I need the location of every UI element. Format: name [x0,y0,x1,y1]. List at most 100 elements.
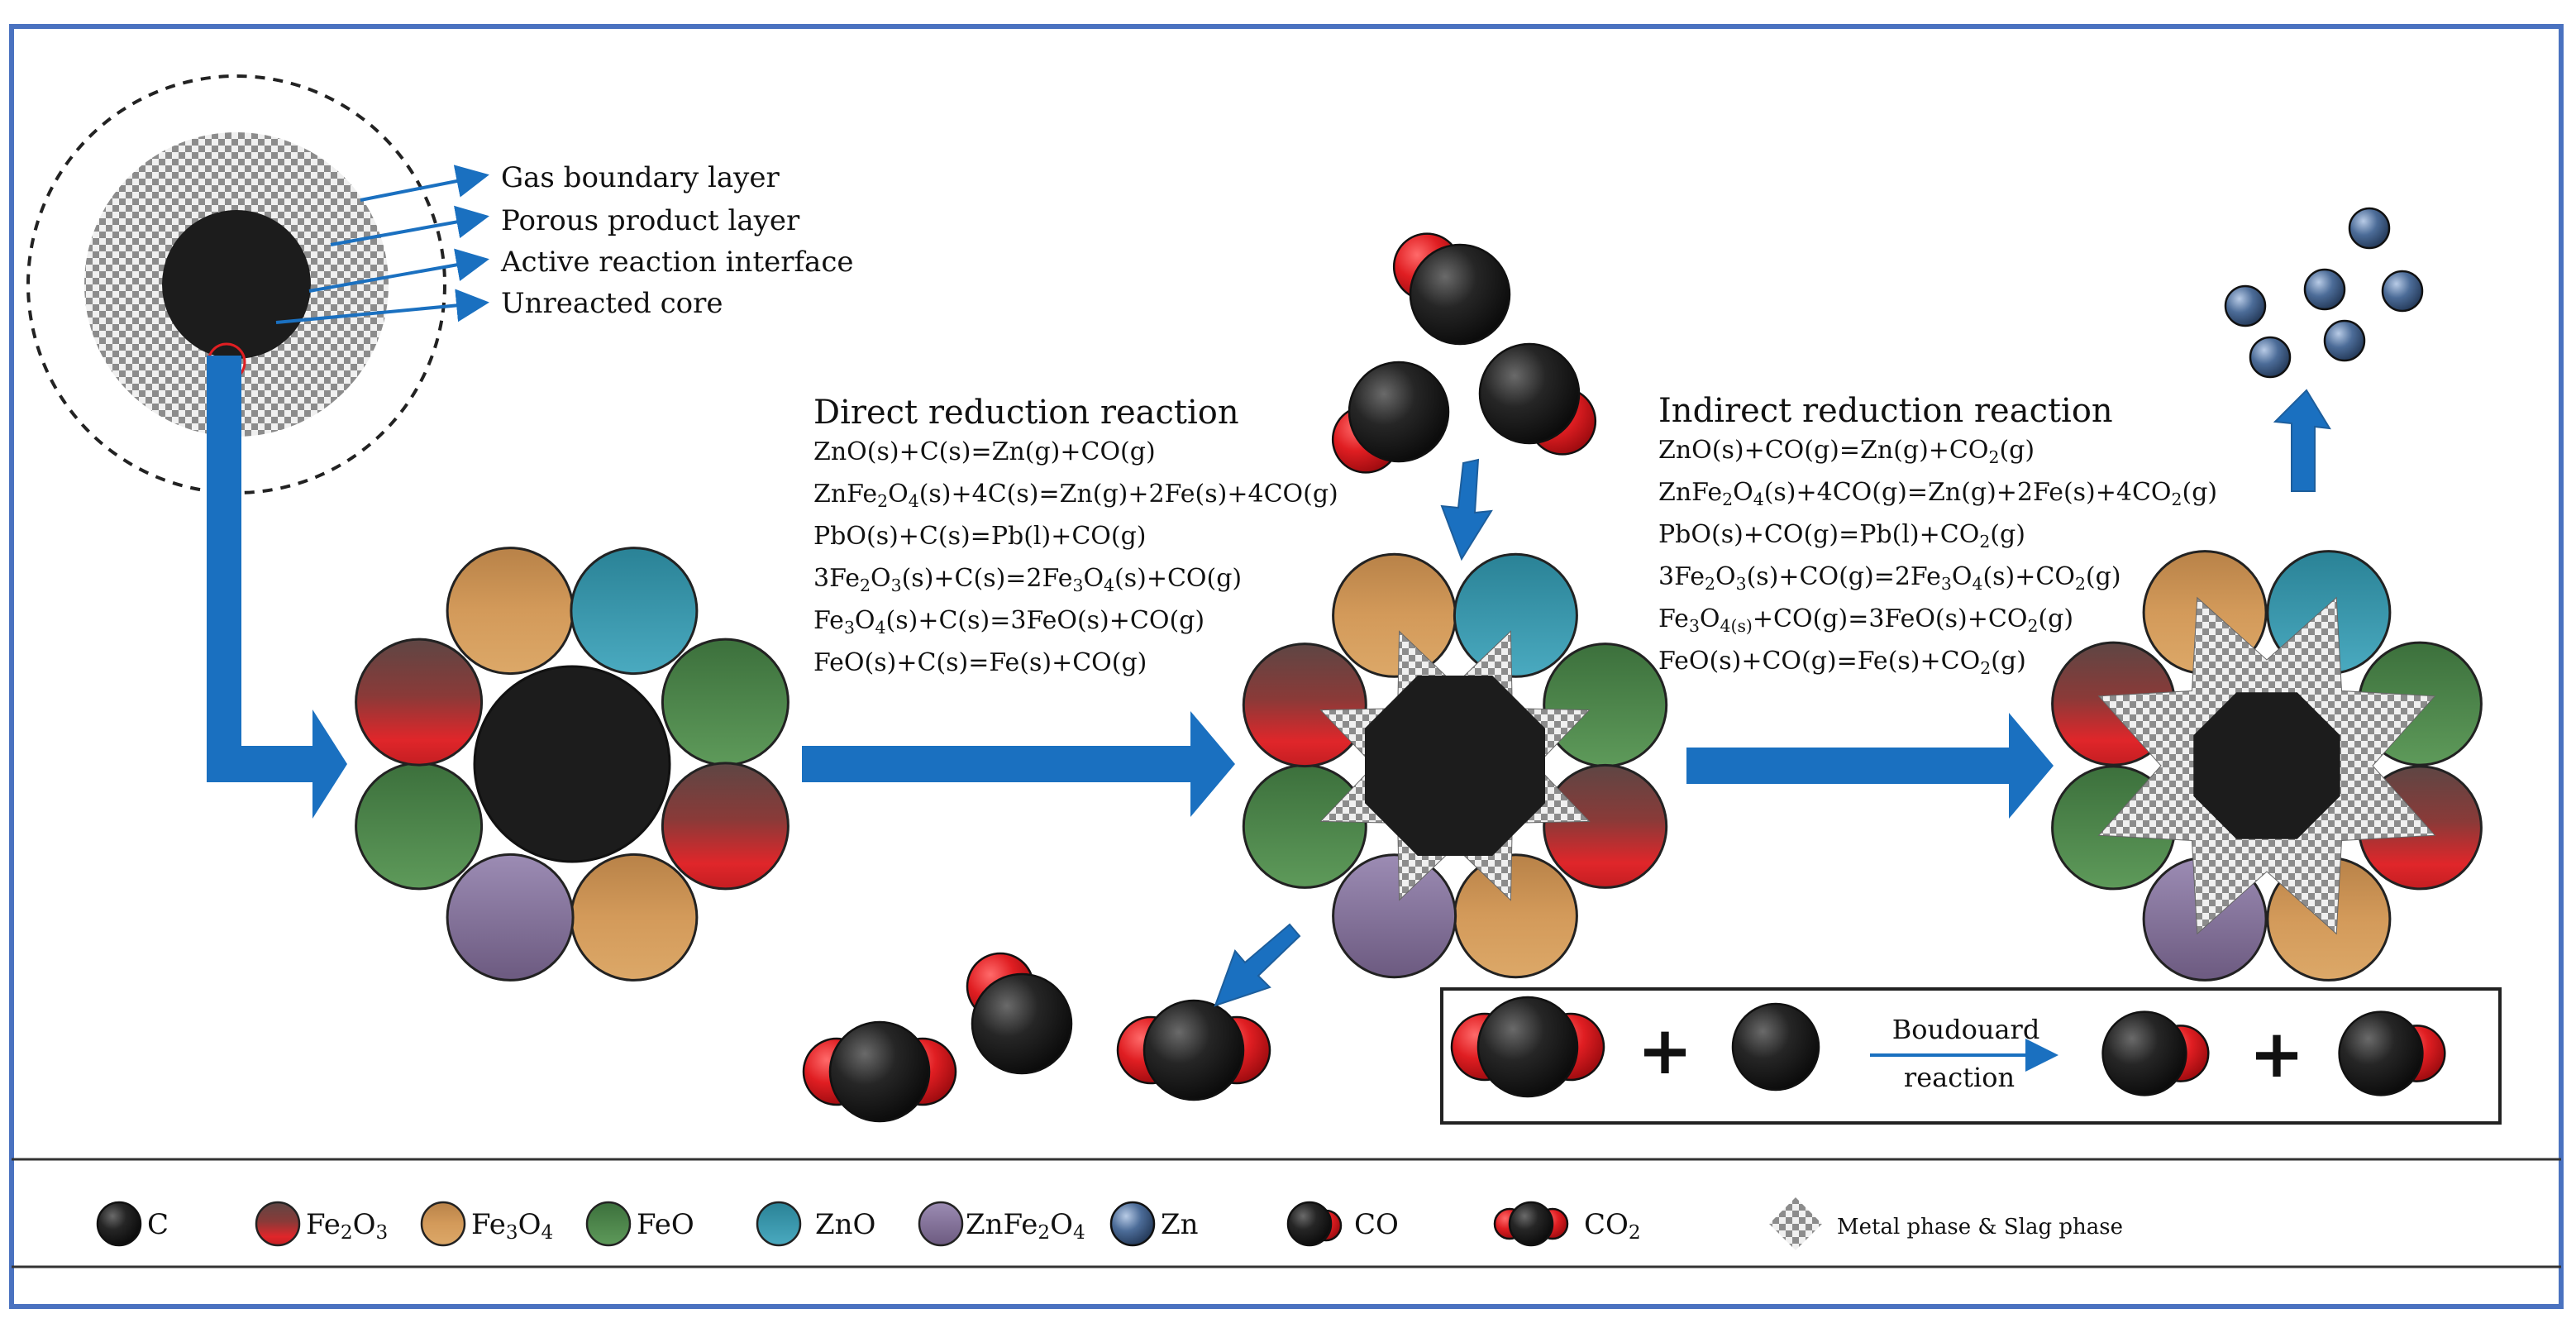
indirect-equation-3: PbO(s)+CO(g)=Pb(l)+CO2​(g) [1658,520,2025,552]
carbon-atom [1143,999,1245,1101]
co2-molecule [1450,996,1605,1098]
subscript: 2 [2172,490,2182,509]
legend-carbon-icon [96,1201,142,1247]
particle-feo [355,762,484,891]
text-run: (s)+C(s)=2Fe [902,564,1073,593]
indirect-reduction-block: Indirect reduction reaction ZnO(s)+CO(g)… [1658,392,2217,678]
text-run: (g) [2182,478,2218,507]
particle-feo [661,638,789,767]
boudouard-plus-2: + [2249,1015,2304,1092]
text-run: ZnFe [813,480,877,509]
subscript: 4 [1753,490,1764,509]
direct-equation-2: ZnFe2​O4​(s)+4C(s)=Zn(g)+2Fe(s)+4CO(g) [813,480,1338,511]
subscript: 2 [860,576,871,595]
legend-label-znfe2o4: ZnFe2​O4​ [966,1208,1085,1244]
legend-item-zno: ZnO [756,1201,875,1247]
text-run: ZnFe [1658,478,1722,507]
label-gas-boundary-layer: Gas boundary layer [501,161,780,194]
indirect-equation-4: 3Fe2​O3​(s)+CO(g)=2Fe3​O4​(s)+CO2​(g) [1658,562,2121,594]
legend-zinc-icon [1109,1201,1156,1247]
legend-item-fe2o3: Fe2​O3​ [255,1201,388,1247]
text-run: Fe [813,606,844,635]
particle-fe2o3 [1543,763,1668,889]
particle-fe3o4 [446,547,575,676]
text-run: Fe [1658,604,1689,633]
unreacted-core [162,210,311,359]
text-run: C [147,1208,169,1241]
incoming-co2-molecules [1331,232,1597,474]
subscript: 2 [2075,574,2086,594]
legend-item-zn: Zn [1109,1201,1199,1247]
carbon-atom [2101,1010,2187,1096]
carbon-atom [1476,996,1579,1098]
text-run: (g) [2038,604,2073,633]
text-run: (s)+CO [1982,562,2075,591]
carbon-core-shrinking [1365,676,1545,856]
legend-fe3o4-icon [420,1201,466,1247]
text-run: Fe [306,1208,341,1241]
flow-arrow-to-indirect [1686,713,2054,819]
direct-equation-3: PbO(s)+C(s)=Pb(l)+CO(g) [813,522,1147,551]
subscript: 2 [1722,490,1733,509]
text-run: (s)+4C(s)=Zn(g)+2Fe(s)+4CO(g) [919,480,1338,509]
text-run: PbO(s)+CO(g)=Pb(l)+CO [1658,520,1979,549]
carbon-core [473,665,671,863]
ore-cluster-initial [355,547,789,982]
subscript: 4(s) [1720,616,1753,636]
core-label-pointers [275,165,489,324]
ore-cluster-direct [1242,552,1668,979]
particle-feo [1543,643,1668,768]
subscript: 4 [1972,574,1982,594]
indirect-equation-5: Fe3​O4(s)​+CO(g)=3FeO(s)+CO2​(g) [1658,604,2073,636]
co-molecule [966,952,1073,1075]
legend-label-c: C [147,1208,169,1241]
legend-item-znfe2o4: ZnFe2​O4​ [918,1201,1085,1247]
subscript: 3 [891,576,902,595]
pointer-porous-layer [330,205,489,246]
legend-label-co: CO [1354,1208,1399,1241]
outgoing-co-molecules [802,952,1271,1123]
text-run: (g) [1999,436,2035,465]
zinc-atom [2224,284,2267,327]
text-run: (s)+C(s)=3FeO(s)+CO(g) [886,606,1205,635]
outer-border [9,24,2564,1309]
subscript: 3 [506,1222,518,1244]
particle-znfe2o4 [1332,853,1457,979]
particle-fe3o4 [1332,552,1457,678]
legend-zno-icon [756,1201,802,1247]
label-unreacted-core: Unreacted core [501,287,723,320]
text-run: 3Fe [813,564,860,593]
legend-fe2o3-icon [255,1201,301,1247]
carbon-molecule [1731,1002,1820,1092]
co2-molecule [802,1020,957,1123]
text-run: ZnO [815,1208,875,1241]
legend-label-feo: FeO [637,1208,694,1241]
label-active-reaction-interface: Active reaction interface [500,246,854,279]
direct-equation-4: 3Fe2​O3​(s)+C(s)=2Fe3​O4​(s)+CO(g) [813,564,1242,595]
legend-label-fe3o4: Fe3​O4​ [471,1208,553,1244]
subscript: 3 [844,618,855,638]
text-run: O [353,1208,376,1241]
boudouard-label-line2: reaction [1904,1062,2015,1093]
text-run: ZnFe [966,1208,1038,1241]
zinc-atom [2348,207,2391,250]
text-run: (g) [2086,562,2121,591]
indirect-reduction-title: Indirect reduction reaction [1658,392,2113,430]
indirect-equation-6: FeO(s)+CO(g)=Fe(s)+CO2​(g) [1658,647,2026,678]
text-run: Metal phase & Slag phase [1837,1215,2123,1240]
subscript: 2 [1979,532,1990,552]
legend-item-feo: FeO [585,1201,694,1247]
zinc-atom [2381,270,2424,313]
text-run: ZnO(s)+C(s)=Zn(g)+CO(g) [813,437,1156,466]
direct-equation-1: ZnO(s)+C(s)=Zn(g)+CO(g) [813,437,1156,466]
subscript: 2 [1705,574,1715,594]
text-run: PbO(s)+C(s)=Pb(l)+CO(g) [813,522,1147,551]
direct-reduction-block: Direct reduction reaction ZnO(s)+C(s)=Zn… [813,394,1338,677]
text-run: CO [1584,1208,1629,1241]
zinc-atom [2323,319,2366,362]
label-porous-product-layer: Porous product layer [501,204,800,237]
legend-item-phase: Metal phase & Slag phase [1769,1197,2123,1250]
particle-fe2o3 [661,762,789,891]
text-run: O [518,1208,541,1241]
indirect-equations: ZnO(s)+CO(g)=Zn(g)+CO2​(g)ZnFe2​O4​(s)+4… [1658,436,2217,678]
